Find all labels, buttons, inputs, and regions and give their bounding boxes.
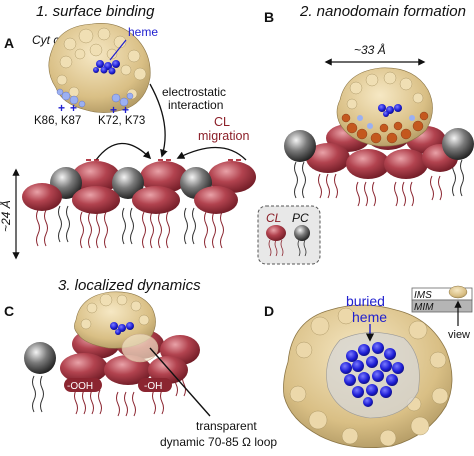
binding-arrow xyxy=(149,83,168,158)
height-label: ~24 Å xyxy=(0,200,13,232)
view-orientation-inset: IMS MIM view xyxy=(411,285,473,341)
loop-pointer xyxy=(149,347,211,417)
cl-migration-label-2: migration xyxy=(198,129,249,143)
view-label: view xyxy=(448,329,470,341)
membrane-a xyxy=(22,161,256,249)
panel-c-title: 3. localized dynamics xyxy=(58,277,201,294)
k86-label: K86, K87 xyxy=(34,115,81,127)
mim-label: MIM xyxy=(414,302,434,313)
lipid-legend: CL PC xyxy=(257,205,321,265)
heme-label: heme xyxy=(128,25,158,39)
cytc-protein-c xyxy=(74,291,159,363)
panel-a-letter: A xyxy=(4,35,14,51)
oxidized-lipids: -OOH -OH xyxy=(64,378,172,392)
panel-a-title: 1. surface binding xyxy=(36,3,155,20)
panel-b-letter: B xyxy=(264,9,274,25)
electrostatic-label-2: interaction xyxy=(168,98,223,112)
cl-migration-label-1: CL xyxy=(214,115,230,129)
buried-label-1: buried xyxy=(346,293,385,309)
k72-label: K72, K73 xyxy=(98,115,145,127)
svg-text:+: + xyxy=(122,103,129,117)
migration-arrow-right xyxy=(176,146,247,161)
cytc-surface-d xyxy=(283,304,453,448)
lipid-tails-a xyxy=(36,209,224,249)
lysine-patch xyxy=(56,88,134,108)
panel-c-letter: C xyxy=(4,303,14,319)
transparent-label-2: dynamic 70-85 Ω loop xyxy=(160,435,277,449)
legend-cl-label: CL xyxy=(266,211,281,225)
buried-label-2: heme xyxy=(352,309,387,325)
dynamic-loop xyxy=(121,333,159,363)
legend-pc-head xyxy=(294,225,310,241)
svg-text:+: + xyxy=(58,101,65,115)
buried-heme-icon xyxy=(340,342,404,407)
width-label: ~33 Å xyxy=(354,42,386,57)
legend-pc-label: PC xyxy=(292,211,309,225)
panel-a: A 1. surface binding Cyt c heme xyxy=(0,3,321,265)
lipid-heads-a xyxy=(22,161,256,214)
charge-plus-signs: + + + + xyxy=(58,101,129,117)
panel-c: C 3. localized dynamics xyxy=(4,277,277,449)
heme-icon-b xyxy=(378,104,402,117)
cytc-protein xyxy=(48,23,151,113)
heme-pointer xyxy=(109,39,127,61)
svg-text:+: + xyxy=(70,101,77,115)
svg-text:+: + xyxy=(110,103,117,117)
migration-arrow-left xyxy=(95,142,152,161)
pc-tails-a xyxy=(58,205,196,245)
panel-d-letter: D xyxy=(264,303,274,319)
inset-protein-icon xyxy=(448,285,468,299)
cytc-label: Cyt c xyxy=(32,33,59,47)
legend-box xyxy=(257,205,321,265)
panel-b: B 2. nanodomain formation ~33 Å xyxy=(264,3,474,207)
ooh-label: -OOH xyxy=(67,381,93,392)
panel-d: D buried heme IMS MIM xyxy=(264,285,473,448)
cytc-protein-b xyxy=(336,67,433,147)
electrostatic-label-1: electrostatic xyxy=(162,85,226,99)
oh-label: -OH xyxy=(144,381,162,392)
legend-cl-head xyxy=(266,225,286,241)
cl-contact-patch xyxy=(341,111,429,144)
heme-icon xyxy=(93,60,120,75)
panel-b-title: 2. nanodomain formation xyxy=(299,3,466,20)
ims-label: IMS xyxy=(414,290,432,301)
heme-icon-c xyxy=(110,322,134,335)
transparent-label-1: transparent xyxy=(196,419,257,433)
